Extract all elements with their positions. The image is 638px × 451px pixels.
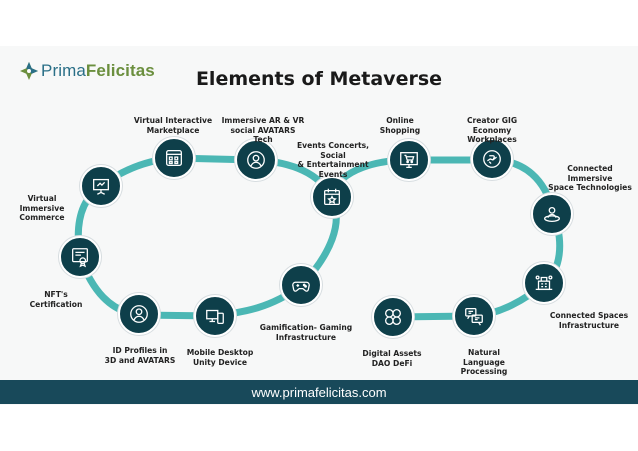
label-mobile-desktop: Mobile Desktop Unity Device	[186, 348, 254, 367]
label-connected-immersive-space: Connected Immersive Space Technologies	[548, 164, 632, 192]
label-connected-spaces-infrastructure: Connected Spaces Infrastructure	[549, 311, 629, 330]
slide-background	[0, 46, 638, 405]
certificate-icon	[72, 248, 88, 268]
language-chat-icon	[465, 308, 483, 326]
label-virtual-interactive-marketplace: Virtual Interactive Marketplace	[133, 116, 213, 135]
devices-icon	[206, 309, 224, 324]
avatar-icon	[247, 151, 265, 169]
digital-assets-icon	[385, 309, 401, 325]
presentation-screen-icon	[93, 178, 109, 195]
infrastructure-icon	[535, 275, 553, 291]
brand-name-part2: Felicitas	[85, 61, 155, 80]
node-natural-language-processing	[453, 295, 495, 337]
node-online-shopping	[388, 139, 430, 181]
cart-monitor-icon	[400, 152, 418, 168]
node-mobile-desktop	[194, 295, 236, 337]
node-immersive-ar-vr	[235, 139, 277, 181]
hand-coin-icon	[483, 150, 501, 168]
calendar-star-icon	[324, 188, 340, 205]
label-events-concerts: Events Concerts, Social & Entertainment …	[296, 141, 370, 179]
label-natural-language-processing: Natural Language Processing	[460, 348, 508, 376]
node-events-concerts	[311, 176, 353, 218]
node-digital-assets	[372, 296, 414, 338]
node-connected-spaces-infrastructure	[523, 262, 565, 304]
node-virtual-immersive-commerce	[80, 165, 122, 207]
label-immersive-ar-vr: Immersive AR & VR social AVATARS Tech	[221, 116, 305, 144]
brand-logo: PrimaFelicitas	[20, 60, 155, 82]
label-digital-assets: Digital Assets DAO DeFi	[362, 349, 422, 368]
label-nft-certification: NFT's Certification	[29, 290, 83, 309]
connected-person-icon	[544, 206, 560, 222]
node-virtual-interactive-marketplace	[153, 137, 195, 179]
node-creator-gig	[471, 138, 513, 180]
profile-icon	[130, 305, 148, 323]
marketplace-grid-icon	[166, 150, 182, 166]
footer-url[interactable]: www.primafelicitas.com	[251, 384, 387, 400]
node-gamification	[280, 264, 322, 306]
label-creator-gig: Creator GIG Economy Workplaces	[466, 116, 518, 144]
node-connected-immersive-space	[531, 193, 573, 235]
page-title: Elements of Metaverse	[195, 68, 443, 90]
node-nft-certification	[59, 236, 101, 278]
label-virtual-immersive-commerce: Virtual Immersive Commerce	[19, 194, 65, 222]
brand-name-part1: Prima	[41, 61, 86, 80]
label-gamification: Gamification- Gaming Infrastructure	[259, 323, 353, 342]
plus-cross-logo-icon	[20, 62, 38, 80]
label-id-profiles: ID Profiles in 3D and AVATARS	[104, 346, 176, 365]
footer-bar: www.primafelicitas.com	[0, 380, 638, 404]
gamepad-icon	[292, 281, 310, 292]
node-id-profiles	[118, 293, 160, 335]
label-online-shopping: Online Shopping	[379, 116, 421, 135]
